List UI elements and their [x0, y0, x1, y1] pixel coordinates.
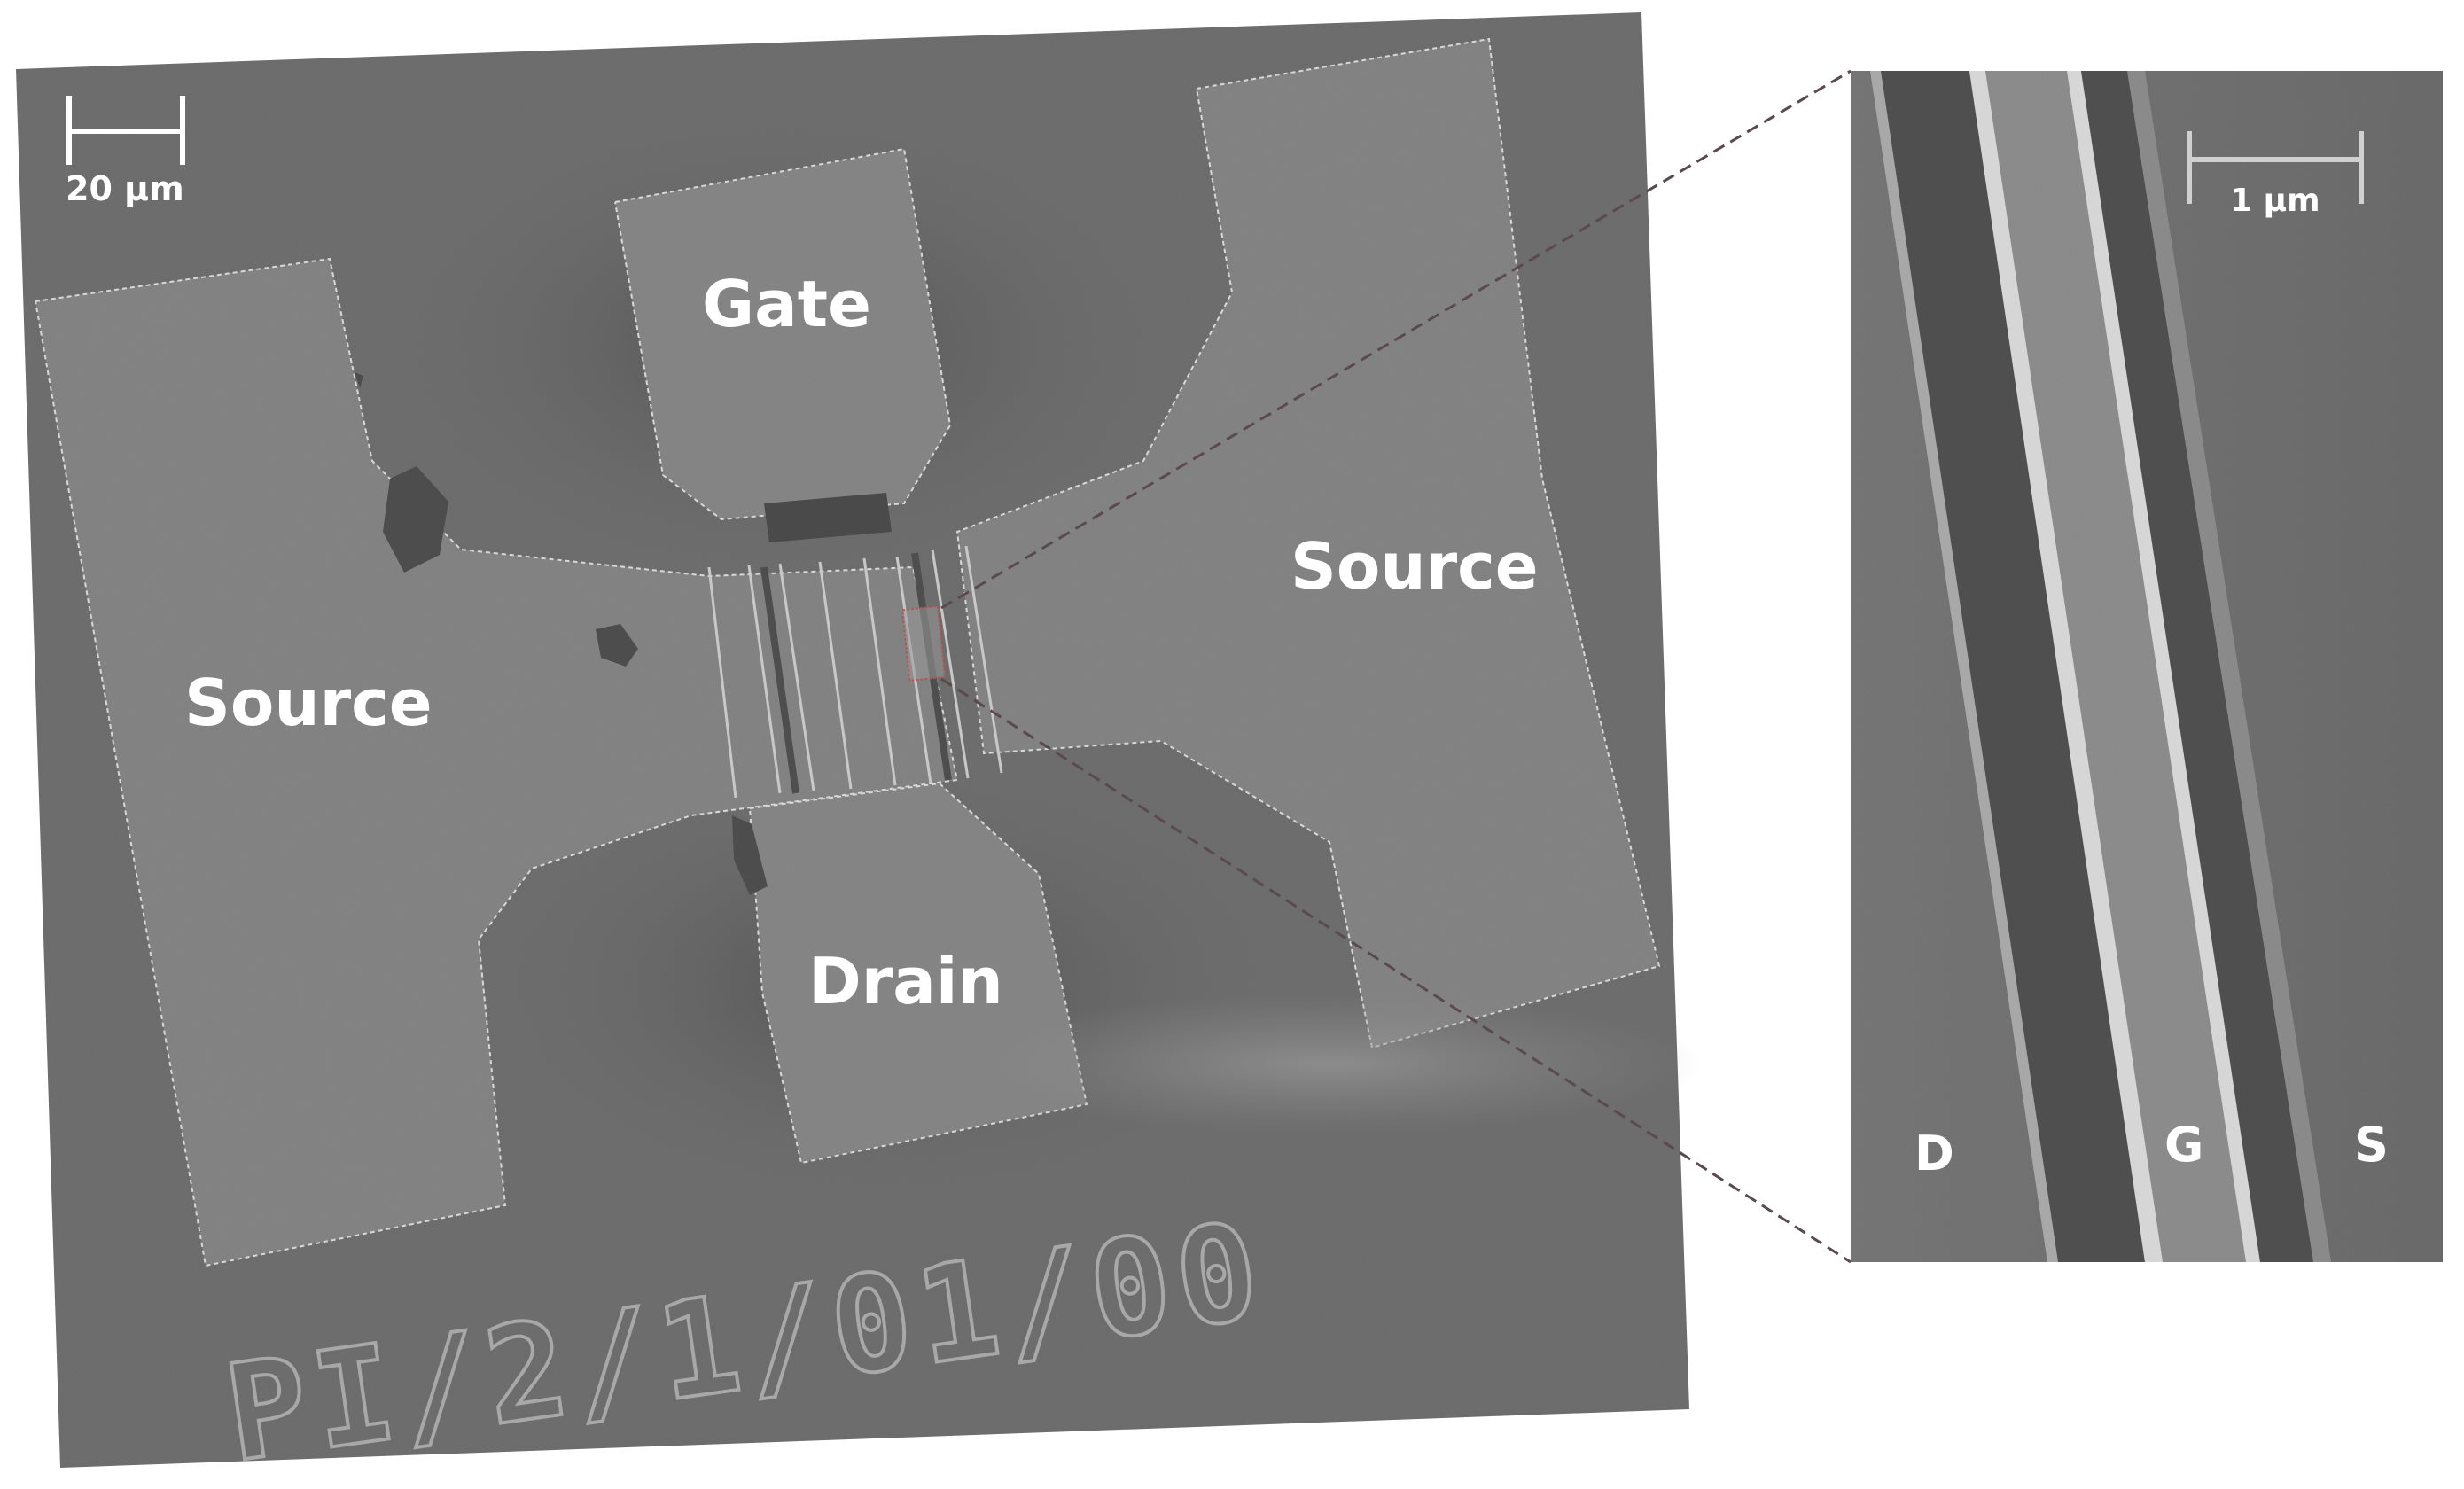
- label-drain: Drain: [808, 944, 1003, 1018]
- gate-gap: [764, 493, 892, 542]
- inset-gate-edge-right: [2067, 71, 2260, 1262]
- inset-label-drain: D: [1914, 1126, 1954, 1181]
- inset-label-gate: G: [2164, 1117, 2203, 1173]
- main-sem-image: PI/2/1/01/00 20 µm Gate Source Source Dr…: [16, 12, 1702, 1489]
- inset-gate-finger: [1969, 71, 2260, 1262]
- scale-bar-inset-label: 1 µm: [2230, 183, 2320, 219]
- inset-source-edge: [2127, 71, 2331, 1262]
- gate-pad: [615, 149, 950, 519]
- inset-gate-edge-left: [1969, 71, 2163, 1262]
- debris: [355, 372, 768, 895]
- scale-bar-main: 20 µm: [66, 96, 185, 208]
- inset-gap-gate-source: [2081, 71, 2313, 1262]
- inset-drain-edge: [1870, 71, 2058, 1262]
- inset-sem-image: 1 µm D G S: [1851, 71, 2443, 1262]
- label-gate: Gate: [702, 267, 871, 341]
- scale-bar-inset: 1 µm: [2187, 131, 2364, 219]
- channel-fingers: [707, 545, 1003, 799]
- scale-bar-main-label: 20 µm: [66, 169, 184, 208]
- inset-label-source: S: [2354, 1117, 2389, 1173]
- zoom-connector-lines: [940, 69, 1852, 1264]
- source-pad-right-edge: [955, 37, 1661, 1049]
- inset-gap-drain-gate: [1879, 71, 2145, 1262]
- source-pad-left-edge: [35, 257, 959, 1267]
- gate-pad-edge: [614, 147, 952, 521]
- source-pad-right: [957, 39, 1659, 1048]
- label-source-right: Source: [1290, 529, 1539, 604]
- zoom-region-box: [901, 605, 947, 682]
- source-pad-left: [35, 259, 957, 1266]
- bottom-glow: [957, 993, 1702, 1134]
- label-source-left: Source: [184, 666, 433, 740]
